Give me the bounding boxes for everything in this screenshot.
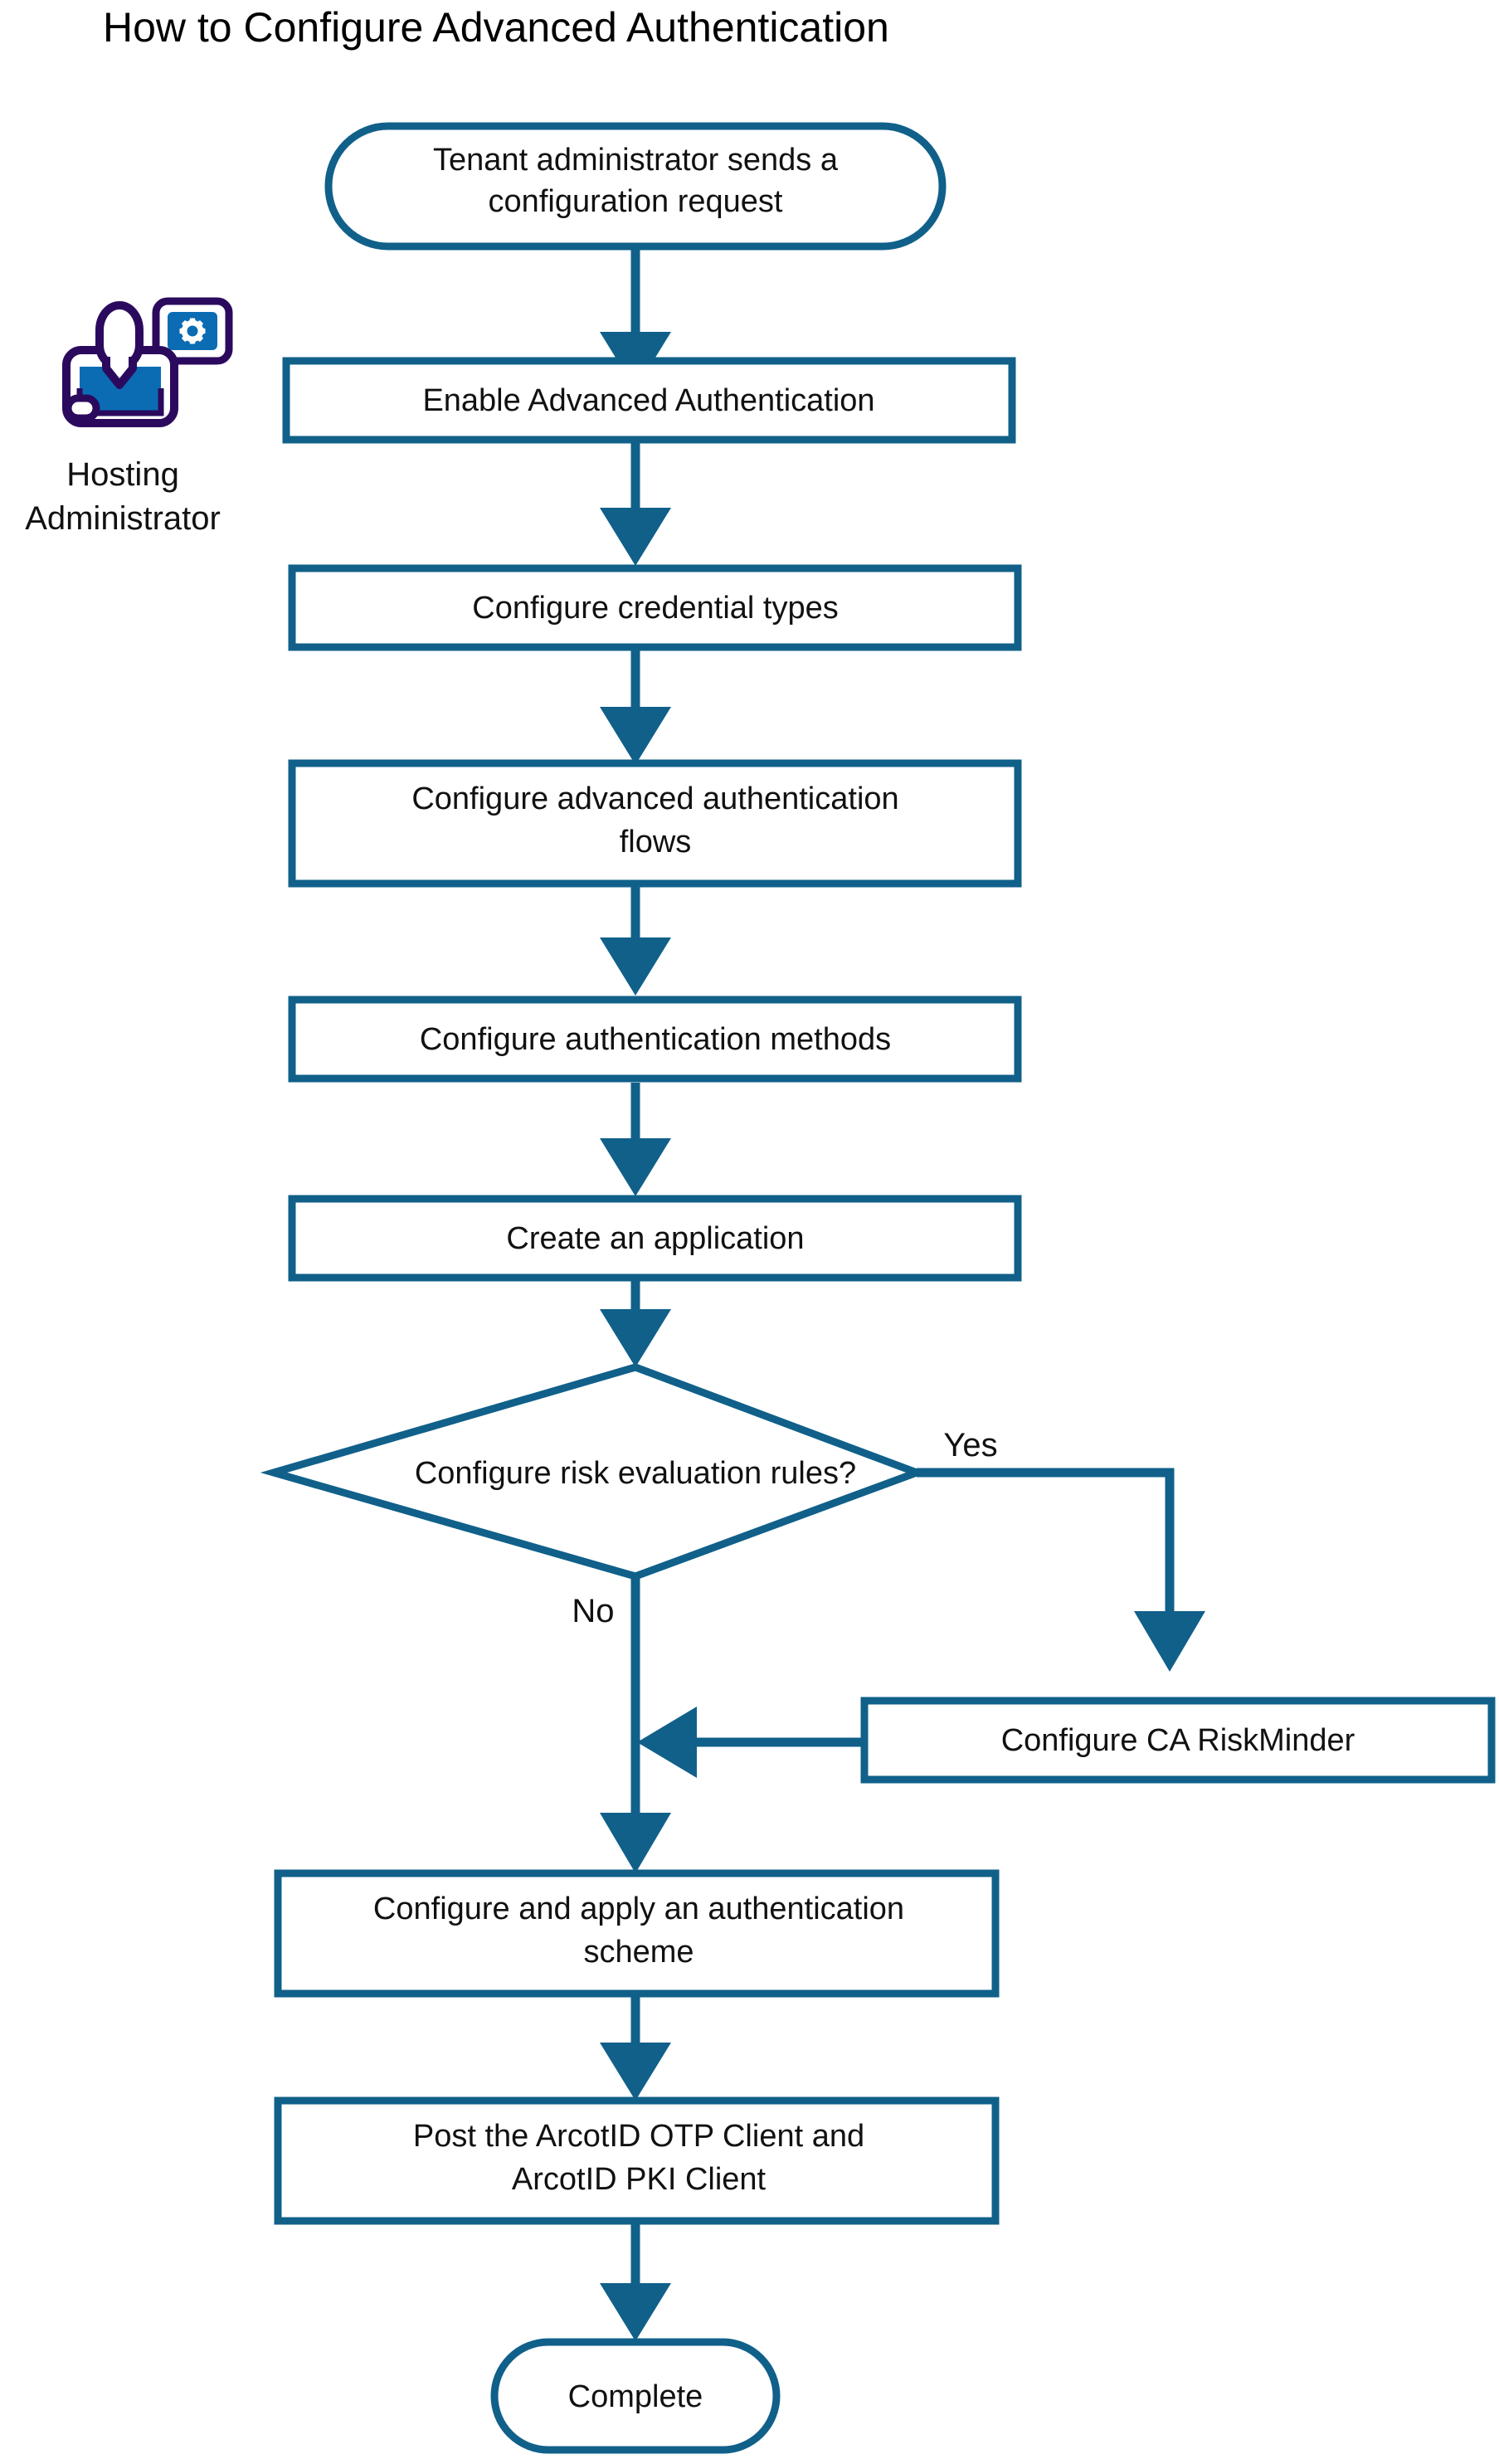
edge-scheme-post xyxy=(600,1993,671,2101)
node-risk-label: Configure risk evaluation rules? xyxy=(415,1456,856,1491)
node-enable-label: Enable Advanced Authentication xyxy=(422,383,874,418)
edge-risk-scheme-no xyxy=(600,1576,671,1873)
actor-label-line2: Administrator xyxy=(25,500,221,537)
node-methods-label: Configure authentication methods xyxy=(420,1022,891,1057)
node-app-label: Create an application xyxy=(506,1221,804,1256)
node-complete-label: Complete xyxy=(568,2379,703,2414)
node-enable-advanced-authentication[interactable]: Enable Advanced Authentication xyxy=(282,357,1016,444)
gear-icon xyxy=(179,318,206,344)
node-complete[interactable]: Complete xyxy=(490,2338,781,2454)
page-title: How to Configure Advanced Authentication xyxy=(103,4,889,51)
node-riskminder-label: Configure CA RiskMinder xyxy=(1001,1723,1355,1758)
node-configure-risk-evaluation-rules-decision[interactable]: Configure risk evaluation rules? xyxy=(260,1363,927,1580)
node-configure-authentication-methods[interactable]: Configure authentication methods xyxy=(288,996,1022,1083)
actor-label-line1: Hosting xyxy=(66,456,179,493)
gear-panel-icon xyxy=(152,297,233,365)
branch-label-no: No xyxy=(572,1593,614,1629)
node-post-line2: ArcotID PKI Client xyxy=(512,2162,767,2197)
edge-methods-app xyxy=(600,1083,671,1196)
edge-flows-methods xyxy=(600,881,671,996)
edge-enable-cred xyxy=(600,438,671,566)
branch-label-yes: Yes xyxy=(943,1427,997,1463)
node-flows-line2: flows xyxy=(620,825,692,859)
node-configure-credential-types[interactable]: Configure credential types xyxy=(288,564,1022,651)
node-start[interactable]: Tenant administrator sends a configurati… xyxy=(324,122,947,251)
person-body-icon xyxy=(62,346,178,427)
node-flows-line1: Configure advanced authentication xyxy=(411,782,898,816)
edge-post-complete xyxy=(600,2223,671,2341)
edge-riskminder-return xyxy=(637,1707,864,1778)
node-start-line2: configuration request xyxy=(489,184,783,219)
node-cred-label: Configure credential types xyxy=(472,591,838,626)
node-scheme-line1: Configure and apply an authentication xyxy=(373,1892,904,1926)
node-post-line1: Post the ArcotID OTP Client and xyxy=(413,2119,864,2154)
edge-cred-flows xyxy=(600,645,671,765)
edge-app-risk xyxy=(600,1278,671,1367)
person-head-icon xyxy=(95,301,144,389)
edge-risk-riskminder-yes xyxy=(917,1468,1205,1672)
node-configure-ca-riskminder[interactable]: Configure CA RiskMinder xyxy=(860,1697,1496,1784)
node-scheme-line2: scheme xyxy=(583,1935,694,1970)
node-configure-advanced-auth-flows[interactable]: Configure advanced authentication flows xyxy=(288,759,1022,888)
node-create-an-application[interactable]: Create an application xyxy=(288,1195,1022,1282)
node-start-line1: Tenant administrator sends a xyxy=(433,143,839,178)
node-configure-apply-authentication-scheme[interactable]: Configure and apply an authentication sc… xyxy=(274,1869,1000,1998)
node-post-arcotid-clients[interactable]: Post the ArcotID OTP Client and ArcotID … xyxy=(274,2096,1000,2225)
hosting-administrator-icon xyxy=(62,297,233,427)
